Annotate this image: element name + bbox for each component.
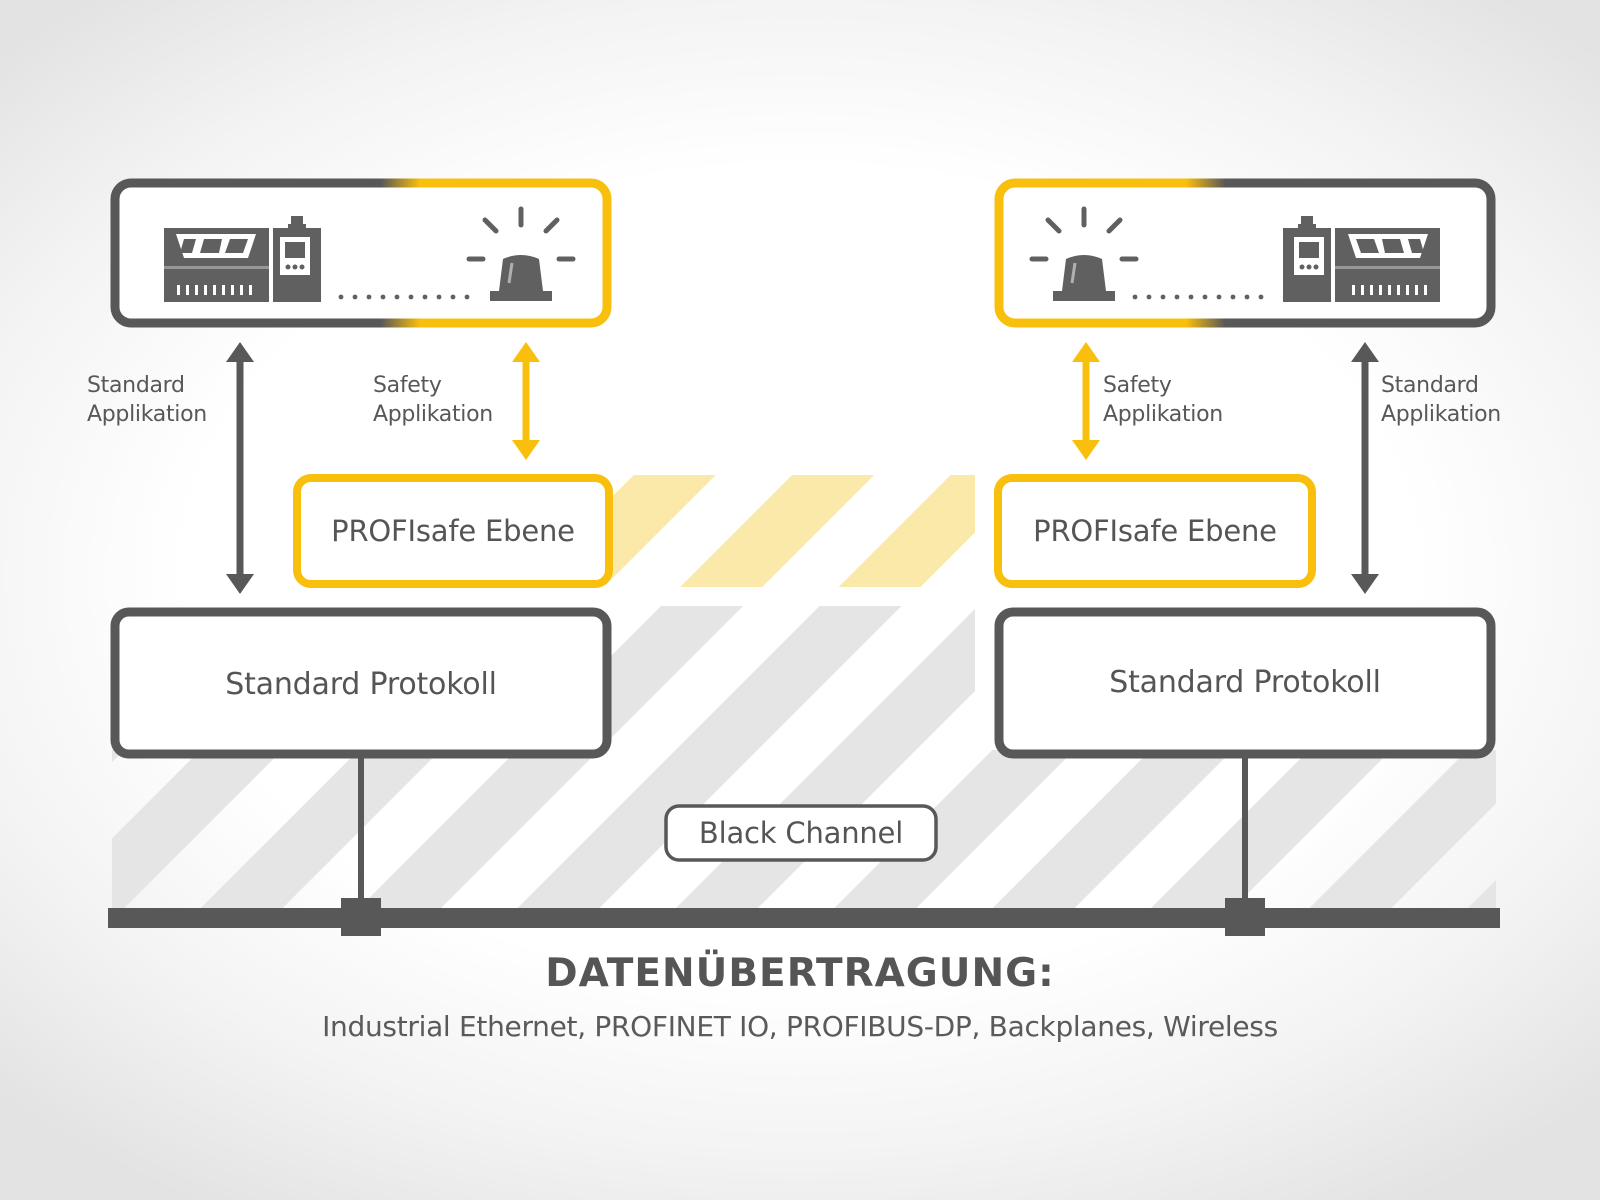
right-protocol-label: Standard Protokoll	[1109, 664, 1381, 700]
right-safety-arrow	[1072, 342, 1100, 460]
dotted-connection	[338, 294, 470, 300]
black-channel-hatch	[112, 606, 1496, 908]
right-device-box	[994, 178, 1496, 328]
profisafe-hatch	[606, 475, 975, 587]
left-profisafe-label: PROFIsafe Ebene	[331, 514, 575, 548]
black-channel-label: Black Channel	[698, 816, 904, 850]
right-standard-label-line1: Standard	[1381, 373, 1479, 398]
left-standard-label: Standard Applikation	[87, 371, 207, 429]
right-standard-arrow	[1351, 342, 1379, 594]
right-profisafe-box	[994, 474, 1316, 588]
left-device-box	[110, 178, 612, 328]
right-safety-label-line2: Applikation	[1103, 402, 1223, 427]
left-safety-label: Safety Applikation	[373, 371, 493, 429]
left-protocol-box	[110, 607, 612, 759]
left-standard-arrow	[226, 342, 254, 594]
left-safety-label-line2: Applikation	[373, 402, 493, 427]
dotted-connection	[1132, 294, 1264, 300]
left-protocol-label: Standard Protokoll	[225, 666, 497, 702]
right-safety-label: Safety Applikation	[1103, 371, 1223, 429]
right-safety-label-line1: Safety	[1103, 373, 1172, 398]
left-safety-arrow	[512, 342, 540, 460]
right-standard-label: Standard Applikation	[1381, 371, 1501, 429]
right-profisafe-label: PROFIsafe Ebene	[1033, 514, 1277, 548]
left-profisafe-box	[293, 474, 613, 588]
footer-subtitle: Industrial Ethernet, PROFINET IO, PROFIB…	[322, 1010, 1278, 1043]
plc-controller-icon	[1283, 216, 1440, 302]
left-standard-label-line1: Standard	[87, 373, 185, 398]
right-standard-label-line2: Applikation	[1381, 402, 1501, 427]
data-bus	[108, 908, 1500, 928]
right-bus-connector	[1225, 898, 1265, 936]
black-channel-box	[664, 804, 938, 862]
left-standard-label-line2: Applikation	[87, 402, 207, 427]
right-protocol-box	[994, 607, 1496, 759]
plc-controller-icon	[164, 216, 321, 302]
left-bus-connector	[341, 898, 381, 936]
left-safety-label-line1: Safety	[373, 373, 442, 398]
footer-title: DATENÜBERTRAGUNG:	[545, 951, 1055, 996]
